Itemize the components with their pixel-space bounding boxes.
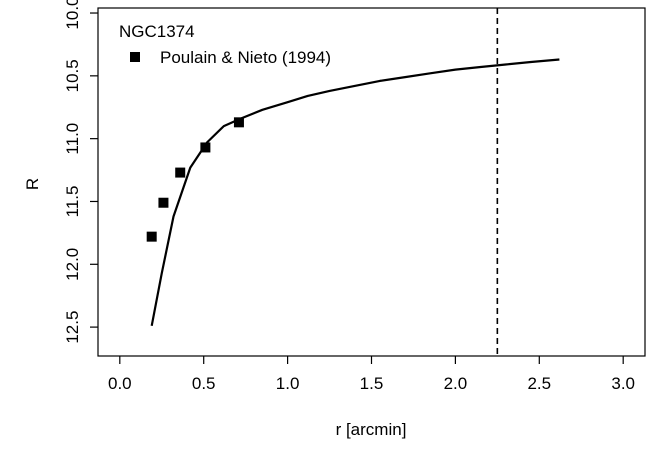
data-point bbox=[233, 117, 244, 128]
y-axis-title: R bbox=[23, 178, 42, 190]
y-tick-label: 11.5 bbox=[63, 186, 82, 218]
x-axis-title: r [arcmin] bbox=[336, 420, 407, 439]
y-tick-label: 11.0 bbox=[63, 123, 82, 155]
data-point bbox=[158, 197, 169, 208]
x-tick-label: 3.0 bbox=[611, 374, 635, 393]
x-tick-label: 0.0 bbox=[108, 374, 132, 393]
data-point bbox=[146, 231, 157, 242]
y-tick-label: 10.0 bbox=[63, 0, 82, 30]
model-profile-line bbox=[150, 58, 560, 327]
y-axis: 10.0 10.5 11.0 11.5 12.0 12.5 bbox=[63, 0, 98, 344]
chart-title: NGC1374 bbox=[119, 22, 195, 41]
data-point bbox=[175, 167, 186, 178]
y-tick-label: 12.0 bbox=[63, 248, 82, 281]
y-tick-label: 12.5 bbox=[63, 311, 82, 344]
legend: NGC1374 Poulain & Nieto (1994) bbox=[119, 22, 331, 67]
legend-label: Poulain & Nieto (1994) bbox=[160, 48, 331, 67]
x-tick-label: 2.0 bbox=[444, 374, 468, 393]
x-axis: 0.0 0.5 1.0 1.5 2.0 2.5 3.0 bbox=[108, 356, 635, 393]
plot-area bbox=[146, 8, 560, 356]
x-tick-label: 0.5 bbox=[192, 374, 216, 393]
x-tick-label: 1.5 bbox=[360, 374, 384, 393]
data-point bbox=[200, 142, 211, 153]
x-tick-label: 2.5 bbox=[527, 374, 551, 393]
x-tick-label: 1.0 bbox=[276, 374, 300, 393]
legend-marker-square bbox=[130, 52, 140, 62]
y-tick-label: 10.5 bbox=[63, 59, 82, 92]
